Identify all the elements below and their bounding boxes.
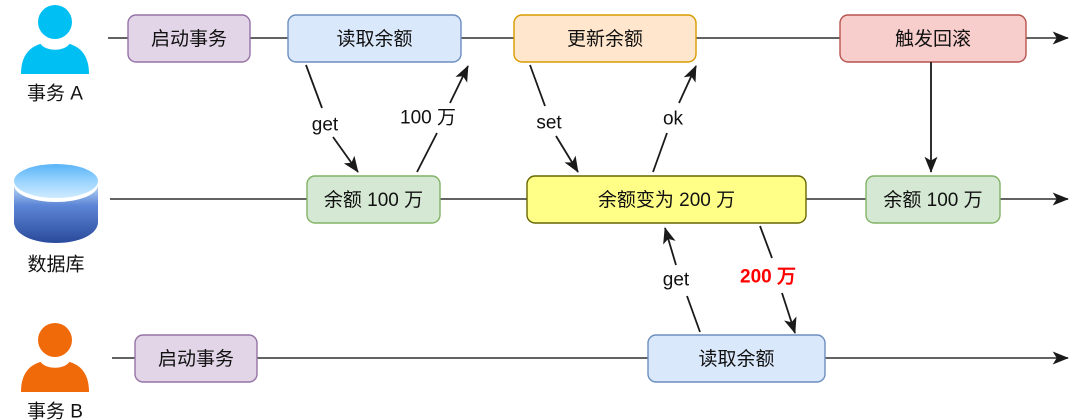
lane-label-transaction-a: 事务 A [27, 83, 83, 105]
node-label: 余额 100 万 [883, 189, 982, 211]
message-get-b: get [663, 227, 701, 333]
lane-label-transaction-b: 事务 B [27, 401, 83, 420]
node-start-transaction-a[interactable]: 启动事务 [127, 14, 251, 63]
lane-transaction-b: 事务 B 启动事务 读取余额 [21, 323, 1069, 420]
node-balance-100w-restored[interactable]: 余额 100 万 [865, 175, 1001, 224]
node-update-balance-a[interactable]: 更新余额 [513, 14, 697, 63]
node-label: 余额变为 200 万 [598, 189, 735, 211]
message-label-get-b: get [663, 270, 690, 291]
message-label-get-a: get [312, 115, 339, 136]
lane-label-database: 数据库 [27, 254, 84, 276]
message-label-200w-dirty: 200 万 [740, 267, 796, 288]
node-read-balance-b[interactable]: 读取余额 [647, 334, 826, 383]
message-ok: ok [652, 65, 697, 173]
user-icon [21, 323, 89, 392]
node-label: 余额 100 万 [324, 189, 423, 211]
message-label-set: set [536, 113, 562, 134]
node-balance-changed-200w[interactable]: 余额变为 200 万 [526, 175, 807, 224]
message-label-100w: 100 万 [400, 108, 456, 129]
node-balance-100w-initial[interactable]: 余额 100 万 [306, 175, 441, 224]
node-label: 读取余额 [698, 348, 774, 370]
message-100w-reply: 100 万 [400, 65, 469, 173]
node-label: 读取余额 [336, 28, 412, 50]
node-start-transaction-b[interactable]: 启动事务 [134, 334, 258, 383]
node-read-balance-a[interactable]: 读取余额 [287, 14, 462, 63]
node-label: 启动事务 [151, 28, 227, 50]
lane-database: 数据库 余额 100 万 余额变为 200 万 余额 100 万 [14, 164, 1069, 276]
node-label: 启动事务 [158, 348, 234, 370]
message-label-ok: ok [663, 109, 684, 130]
node-label: 更新余额 [567, 28, 643, 50]
message-get-a: get [305, 64, 359, 173]
user-icon [21, 5, 89, 74]
message-set: set [529, 64, 579, 173]
database-icon [14, 164, 98, 243]
node-trigger-rollback-a[interactable]: 触发回滚 [839, 14, 1027, 63]
lane-transaction-a: 事务 A 启动事务 读取余额 更新余额 触发回滚 [21, 5, 1069, 105]
message-200w-dirty-read: 200 万 [740, 225, 797, 334]
node-label: 触发回滚 [895, 28, 971, 50]
